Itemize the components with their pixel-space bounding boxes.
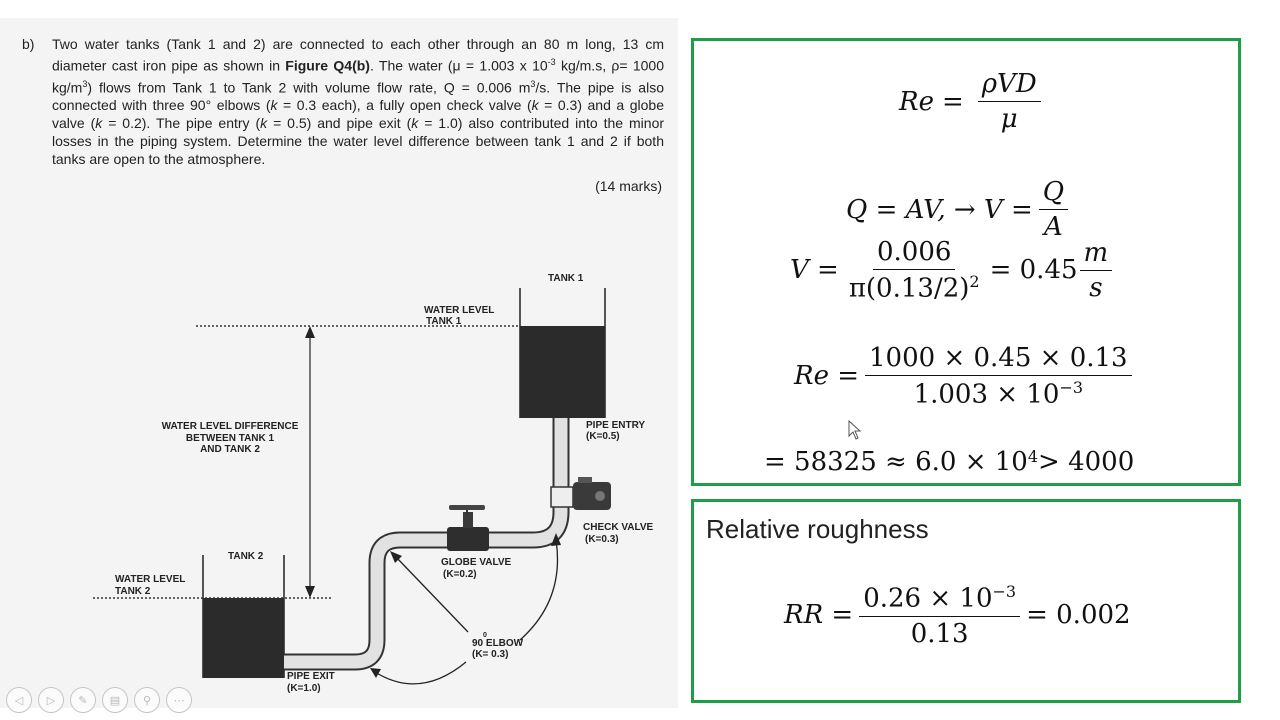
water-level-tank-2-label: WATER LEVEL (115, 574, 185, 585)
elbow-k-label: (K= 0.3) (472, 649, 508, 660)
tank-1 (519, 288, 606, 418)
figure-reference: Figure Q4(b) (285, 57, 370, 74)
elbow-label: 90 ELBOW (472, 638, 524, 649)
check-valve (550, 477, 611, 510)
water-level-tank-2-label-2: TANK 2 (115, 586, 151, 597)
elbow-pointer-arrows (370, 533, 561, 685)
tank-1-label: TANK 1 (548, 273, 584, 284)
tank-2-water (203, 598, 284, 678)
question-marks: (14 marks) (595, 178, 662, 194)
slides-icon[interactable]: ▤ (102, 687, 128, 713)
level-difference-arrow (305, 326, 315, 598)
globe-valve (447, 505, 489, 551)
pipe-entry-k-label: (K=0.5) (586, 431, 620, 442)
level-difference-label-3: AND TANK 2 (200, 444, 260, 455)
pipe-entry-label: PIPE ENTRY (586, 420, 645, 431)
question-text: Two water tanks (Tank 1 and 2) are conne… (52, 36, 665, 168)
slideshow-controls: ◁ ▷ ✎ ▤ ⚲ ⋯ (6, 687, 192, 713)
water-level-tank-1-label: WATER LEVEL (424, 305, 494, 316)
globe-valve-label: GLOBE VALVE (441, 557, 512, 568)
pen-icon[interactable]: ✎ (70, 687, 96, 713)
zoom-icon[interactable]: ⚲ (134, 687, 160, 713)
next-icon[interactable]: ▷ (38, 687, 64, 713)
tank-1-water (520, 326, 605, 418)
pipe-exit-k-label: (K=1.0) (287, 683, 321, 694)
mouse-cursor-icon (848, 420, 862, 440)
check-valve-k-label: (K=0.3) (585, 534, 619, 545)
tank-2-label: TANK 2 (228, 551, 264, 562)
relative-roughness-title: Relative roughness (706, 514, 929, 544)
globe-valve-k-label: (K=0.2) (443, 569, 477, 580)
level-difference-label-2: BETWEEN TANK 1 (186, 433, 275, 444)
more-icon[interactable]: ⋯ (166, 687, 192, 713)
piping-system-diagram: TANK 1 WATER LEVEL TANK 1 WATER LEVEL DI… (93, 273, 654, 694)
elbow-degree-mark: 0 (483, 632, 487, 639)
tank-2 (202, 555, 285, 678)
water-level-tank-1-label-2: TANK 1 (426, 316, 462, 327)
question-marker: b) (22, 36, 35, 52)
pipe (284, 418, 570, 671)
level-difference-label: WATER LEVEL DIFFERENCE (162, 421, 299, 432)
pipe-exit-label: PIPE EXIT (287, 671, 335, 682)
previous-icon[interactable]: ◁ (6, 687, 32, 713)
check-valve-label: CHECK VALVE (583, 522, 654, 533)
